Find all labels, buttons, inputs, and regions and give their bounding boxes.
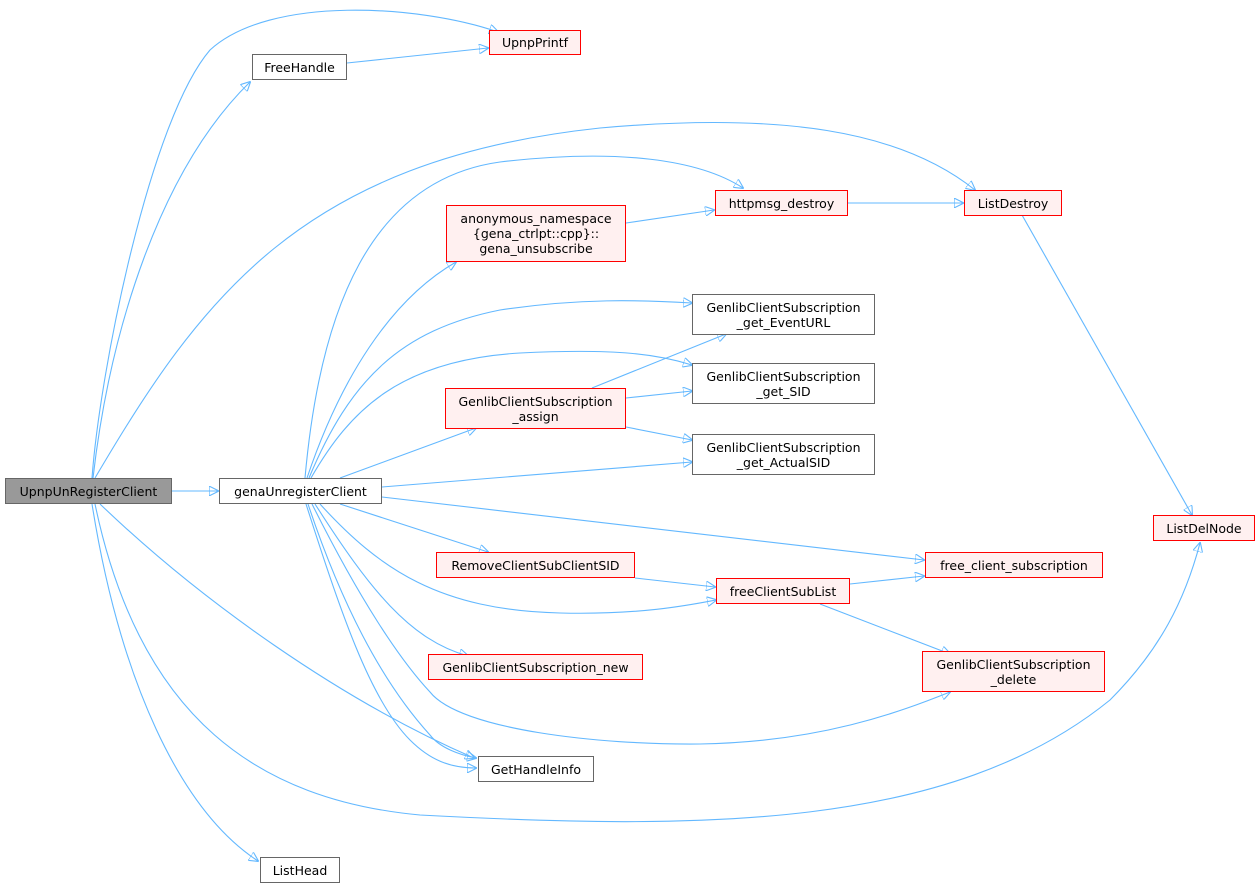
node-get-actualsid[interactable]: GenlibClientSubscription _get_ActualSID: [692, 434, 875, 475]
edge-freesublist-freeclient: [849, 576, 924, 585]
node-label-line2: _get_ActualSID: [736, 454, 831, 470]
node-subscription-assign[interactable]: GenlibClientSubscription _assign: [445, 388, 626, 429]
edge-root-gethandle: [99, 503, 474, 758]
edge-listdestroy-listdelnode: [1021, 214, 1192, 515]
node-label-line1: GenlibClientSubscription: [706, 439, 861, 455]
edge-genaunreg-freesublist: [319, 503, 716, 614]
node-label-line2: _assign: [512, 408, 559, 424]
edge-genaunreg-freeclient: [381, 496, 924, 560]
edge-genaunreg-anon: [306, 262, 456, 479]
node-label: ListDelNode: [1166, 520, 1242, 536]
node-remove-client-sub[interactable]: RemoveClientSubClientSID: [436, 552, 635, 578]
node-listdelnode[interactable]: ListDelNode: [1153, 515, 1255, 541]
node-label-line1: GenlibClientSubscription: [936, 656, 1091, 672]
node-label-line1: GenlibClientSubscription: [706, 368, 861, 384]
node-label: RemoveClientSubClientSID: [451, 557, 620, 573]
node-freehandle[interactable]: FreeHandle: [252, 54, 347, 80]
edge-genaunreg-assign: [339, 428, 476, 479]
edge-root-listhead: [91, 503, 258, 861]
edge-assign-eventurl: [591, 334, 726, 389]
node-free-client-subscription[interactable]: free_client_subscription: [925, 552, 1103, 578]
node-label: GenlibClientSubscription_new: [442, 659, 629, 675]
edge-genaunreg-eventurl: [308, 301, 692, 479]
edge-genaunreg-gethandle: [307, 503, 476, 758]
node-label: free_client_subscription: [940, 557, 1088, 573]
node-label-line2: _delete: [990, 671, 1037, 687]
edge-genaunreg-subnew: [314, 503, 468, 656]
node-gena-unsubscribe[interactable]: anonymous_namespace {gena_ctrlpt::cpp}::…: [446, 205, 626, 262]
edge-assign-sid: [625, 391, 692, 399]
edge-genaunreg-subdelete: [311, 503, 950, 745]
edge-genaunreg-actualsid: [381, 462, 692, 488]
node-listdestroy[interactable]: ListDestroy: [964, 190, 1062, 216]
node-label: UpnpUnRegisterClient: [19, 483, 158, 499]
edge-root-upnpprintf: [91, 9, 498, 479]
node-subscription-new[interactable]: GenlibClientSubscription_new: [428, 654, 643, 680]
node-label-line1: anonymous_namespace: [460, 211, 612, 226]
node-get-eventurl[interactable]: GenlibClientSubscription _get_EventURL: [692, 294, 875, 335]
node-label-line2: {gena_ctrlpt::cpp}::: [472, 226, 600, 241]
node-gena-unregister-client[interactable]: genaUnregisterClient: [219, 478, 382, 504]
node-listhead[interactable]: ListHead: [260, 857, 340, 883]
node-label: ListDestroy: [977, 195, 1049, 211]
node-label: httpmsg_destroy: [728, 195, 835, 211]
node-label: ListHead: [272, 862, 328, 878]
edge-root-freehandle: [92, 82, 250, 479]
node-label: FreeHandle: [264, 59, 335, 75]
edge-assign-actualsid: [625, 426, 692, 440]
node-label: genaUnregisterClient: [234, 483, 367, 499]
edge-anon-httpmsg: [625, 210, 714, 224]
edge-genaunreg-sid: [310, 350, 692, 479]
node-get-sid[interactable]: GenlibClientSubscription _get_SID: [692, 363, 875, 404]
edge-genaunreg-removesub: [339, 503, 488, 552]
node-httpmsg-destroy[interactable]: httpmsg_destroy: [715, 190, 848, 216]
node-label-line1: GenlibClientSubscription: [458, 393, 613, 409]
node-get-handle-info[interactable]: GetHandleInfo: [478, 756, 594, 782]
node-subscription-delete[interactable]: GenlibClientSubscription _delete: [922, 651, 1105, 692]
node-label-line3: gena_unsubscribe: [479, 241, 593, 256]
edge-freesublist-subdelete: [819, 603, 950, 654]
node-label: freeClientSubList: [729, 583, 837, 599]
edge-genaunreg-httpmsg: [304, 155, 743, 479]
edge-removesub-freesublist: [634, 577, 715, 587]
edge-root-listdelnode: [94, 503, 1200, 823]
node-label: GetHandleInfo: [490, 761, 581, 777]
edge-freehandle-upnpprintf: [346, 48, 488, 64]
node-free-client-sublist[interactable]: freeClientSubList: [716, 578, 850, 604]
node-label: UpnpPrintf: [501, 35, 569, 50]
node-label-line1: GenlibClientSubscription: [706, 299, 861, 315]
node-upnpprintf[interactable]: UpnpPrintf: [489, 30, 581, 55]
node-upnp-unregister-client: UpnpUnRegisterClient: [5, 478, 172, 504]
edge-root-listdestroy: [94, 121, 975, 479]
node-label-line2: _get_EventURL: [736, 314, 831, 330]
node-label-line2: _get_SID: [756, 383, 811, 399]
edge-genaunreg-gethandle-b: [305, 503, 476, 768]
